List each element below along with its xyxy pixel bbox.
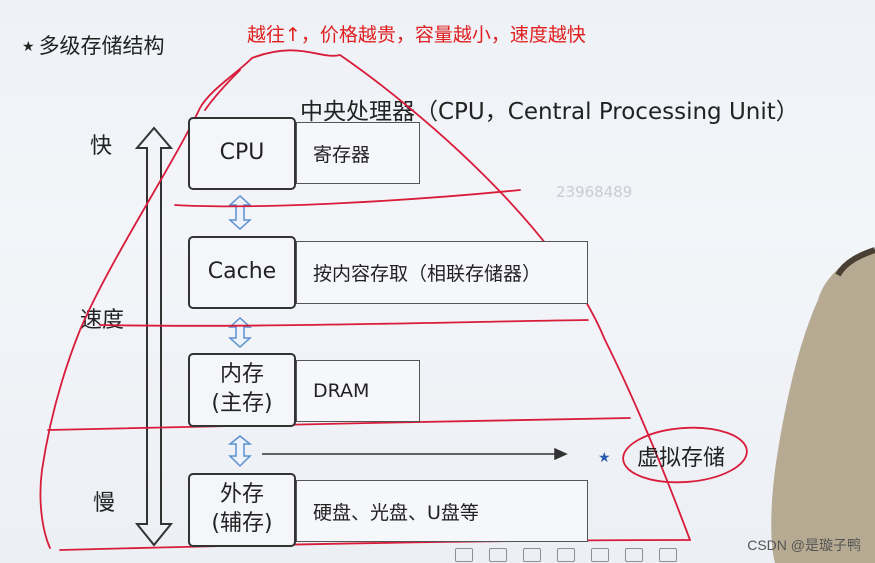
toolbar-tool-icon[interactable] [659, 547, 677, 562]
player-toolbar [455, 546, 740, 563]
toolbar-tool-icon[interactable] [591, 547, 609, 562]
watermark-number: 23968489 [556, 183, 633, 201]
handwritten-annotation: 越往↑，价格越贵，容量越小，速度越快 [247, 24, 586, 46]
level-detail-main-memory: DRAM [296, 360, 420, 422]
virtual-storage-arrow [262, 447, 568, 461]
cpu-heading: 中央处理器（CPU，Central Processing Unit） [300, 99, 799, 125]
toolbar-tool-icon[interactable] [625, 547, 643, 562]
level-detail-external-storage: 硬盘、光盘、U盘等 [296, 480, 588, 542]
virtual-storage-label: 虚拟存储 [637, 446, 726, 471]
connector-arrow-3 [227, 435, 253, 468]
csdn-watermark: CSDN @是璇子鸭 [747, 537, 861, 553]
toolbar-tool-icon[interactable] [489, 547, 507, 562]
connector-arrow-1 [228, 194, 252, 231]
diagram-title-text: 多级存储结构 [38, 34, 165, 58]
toolbar-tool-icon[interactable] [557, 547, 575, 562]
presenter-silhouette [771, 250, 875, 563]
toolbar-tool-icon[interactable] [455, 547, 473, 562]
star-icon: ★ [22, 39, 35, 55]
speed-double-arrow [134, 126, 174, 547]
toolbar-tool-icon[interactable] [523, 547, 541, 562]
level-detail-cpu: 寄存器 [296, 122, 420, 184]
level-box-cpu: CPU [188, 117, 296, 190]
level-detail-cache: 按内容存取（相联存储器） [296, 241, 588, 304]
level-box-cache: Cache [188, 236, 296, 309]
virtual-storage-star-icon: ★ [598, 450, 611, 466]
pen-annotations [39, 49, 748, 551]
level-box-main-memory: 内存 (主存) [188, 353, 296, 427]
diagram-title: ★多级存储结构 [22, 30, 165, 60]
connector-arrow-2 [228, 316, 252, 349]
speed-fast-label: 快 [90, 134, 113, 159]
level-box-external-storage: 外存 (辅存) [188, 473, 296, 547]
speed-slow-label: 慢 [93, 491, 116, 516]
